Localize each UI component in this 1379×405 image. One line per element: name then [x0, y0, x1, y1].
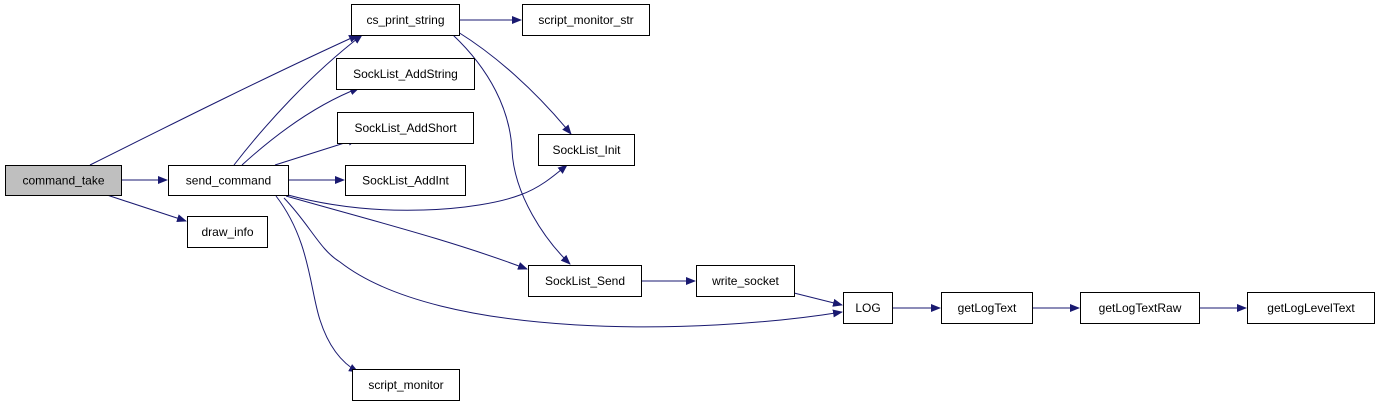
node-box — [1247, 292, 1375, 324]
node-box — [352, 369, 460, 401]
node-label: SockList_Init — [552, 143, 621, 157]
node-box — [337, 112, 474, 144]
edge-send_command-to-cs_print_string — [233, 34, 363, 166]
node-box — [336, 58, 475, 90]
node-label: SockList_AddInt — [362, 174, 449, 188]
edge-send_command-to-SockList_Send — [285, 195, 528, 270]
node-box — [168, 165, 289, 196]
node-box — [345, 165, 466, 196]
node-box — [941, 292, 1033, 324]
node-SockList_AddInt[interactable]: SockList_AddInt — [345, 165, 466, 196]
node-box — [843, 292, 893, 324]
edge-send_command-to-LOG — [283, 197, 843, 328]
node-SockList_AddString[interactable]: SockList_AddString — [336, 58, 475, 90]
node-label: SockList_Send — [545, 274, 625, 288]
node-label: script_monitor — [368, 378, 443, 392]
node-label: LOG — [855, 301, 880, 315]
node-label: getLogTextRaw — [1099, 301, 1182, 315]
node-SockList_Init[interactable]: SockList_Init — [538, 134, 635, 166]
node-draw_info[interactable]: draw_info — [187, 216, 268, 248]
node-box — [351, 4, 460, 36]
edge-send_command-to-SockList_Init — [287, 164, 568, 211]
node-getLogText[interactable]: getLogText — [941, 292, 1033, 324]
nodes-layer: command_take send_command draw_info cs_prin… — [5, 4, 1375, 401]
edge-command_take-to-cs_print_string — [89, 34, 359, 166]
edges-layer — [89, 16, 1247, 373]
edge-cs_print_string-to-SockList_Init — [457, 31, 572, 135]
node-send_command[interactable]: send_command — [168, 165, 289, 196]
node-label: draw_info — [201, 225, 253, 239]
node-label: command_take — [22, 174, 104, 188]
node-box — [1080, 292, 1200, 324]
node-box — [538, 134, 635, 166]
edge-send_command-to-SockList_AddString — [241, 87, 360, 166]
node-getLogTextRaw[interactable]: getLogTextRaw — [1080, 292, 1200, 324]
node-command_take[interactable]: command_take — [5, 165, 122, 196]
node-cs_print_string[interactable]: cs_print_string — [351, 4, 460, 36]
node-box — [187, 216, 268, 248]
node-write_socket[interactable]: write_socket — [696, 265, 795, 297]
edge-write_socket-to-LOG — [793, 292, 843, 307]
node-label: write_socket — [711, 274, 779, 288]
node-box — [528, 265, 642, 297]
node-box — [522, 4, 650, 36]
node-label: getLogText — [958, 301, 1017, 315]
node-script_monitor_str[interactable]: script_monitor_str — [522, 4, 650, 36]
edge-send_command-to-script_monitor — [275, 195, 359, 373]
node-getLogLevelText[interactable]: getLogLevelText — [1247, 292, 1375, 324]
node-box — [5, 165, 122, 196]
edge-command_take-to-draw_info — [106, 194, 187, 222]
node-label: getLogLevelText — [1267, 301, 1355, 315]
edge-cs_print_string-to-SockList_Send — [452, 34, 571, 265]
node-label: send_command — [186, 174, 271, 188]
node-LOG[interactable]: LOG — [843, 292, 893, 324]
node-label: SockList_AddShort — [354, 121, 457, 135]
node-label: script_monitor_str — [538, 13, 633, 27]
node-SockList_Send[interactable]: SockList_Send — [528, 265, 642, 297]
node-SockList_AddShort[interactable]: SockList_AddShort — [337, 112, 474, 144]
node-box — [696, 265, 795, 297]
node-label: SockList_AddString — [353, 67, 458, 81]
node-script_monitor[interactable]: script_monitor — [352, 369, 460, 401]
node-label: cs_print_string — [366, 13, 444, 27]
